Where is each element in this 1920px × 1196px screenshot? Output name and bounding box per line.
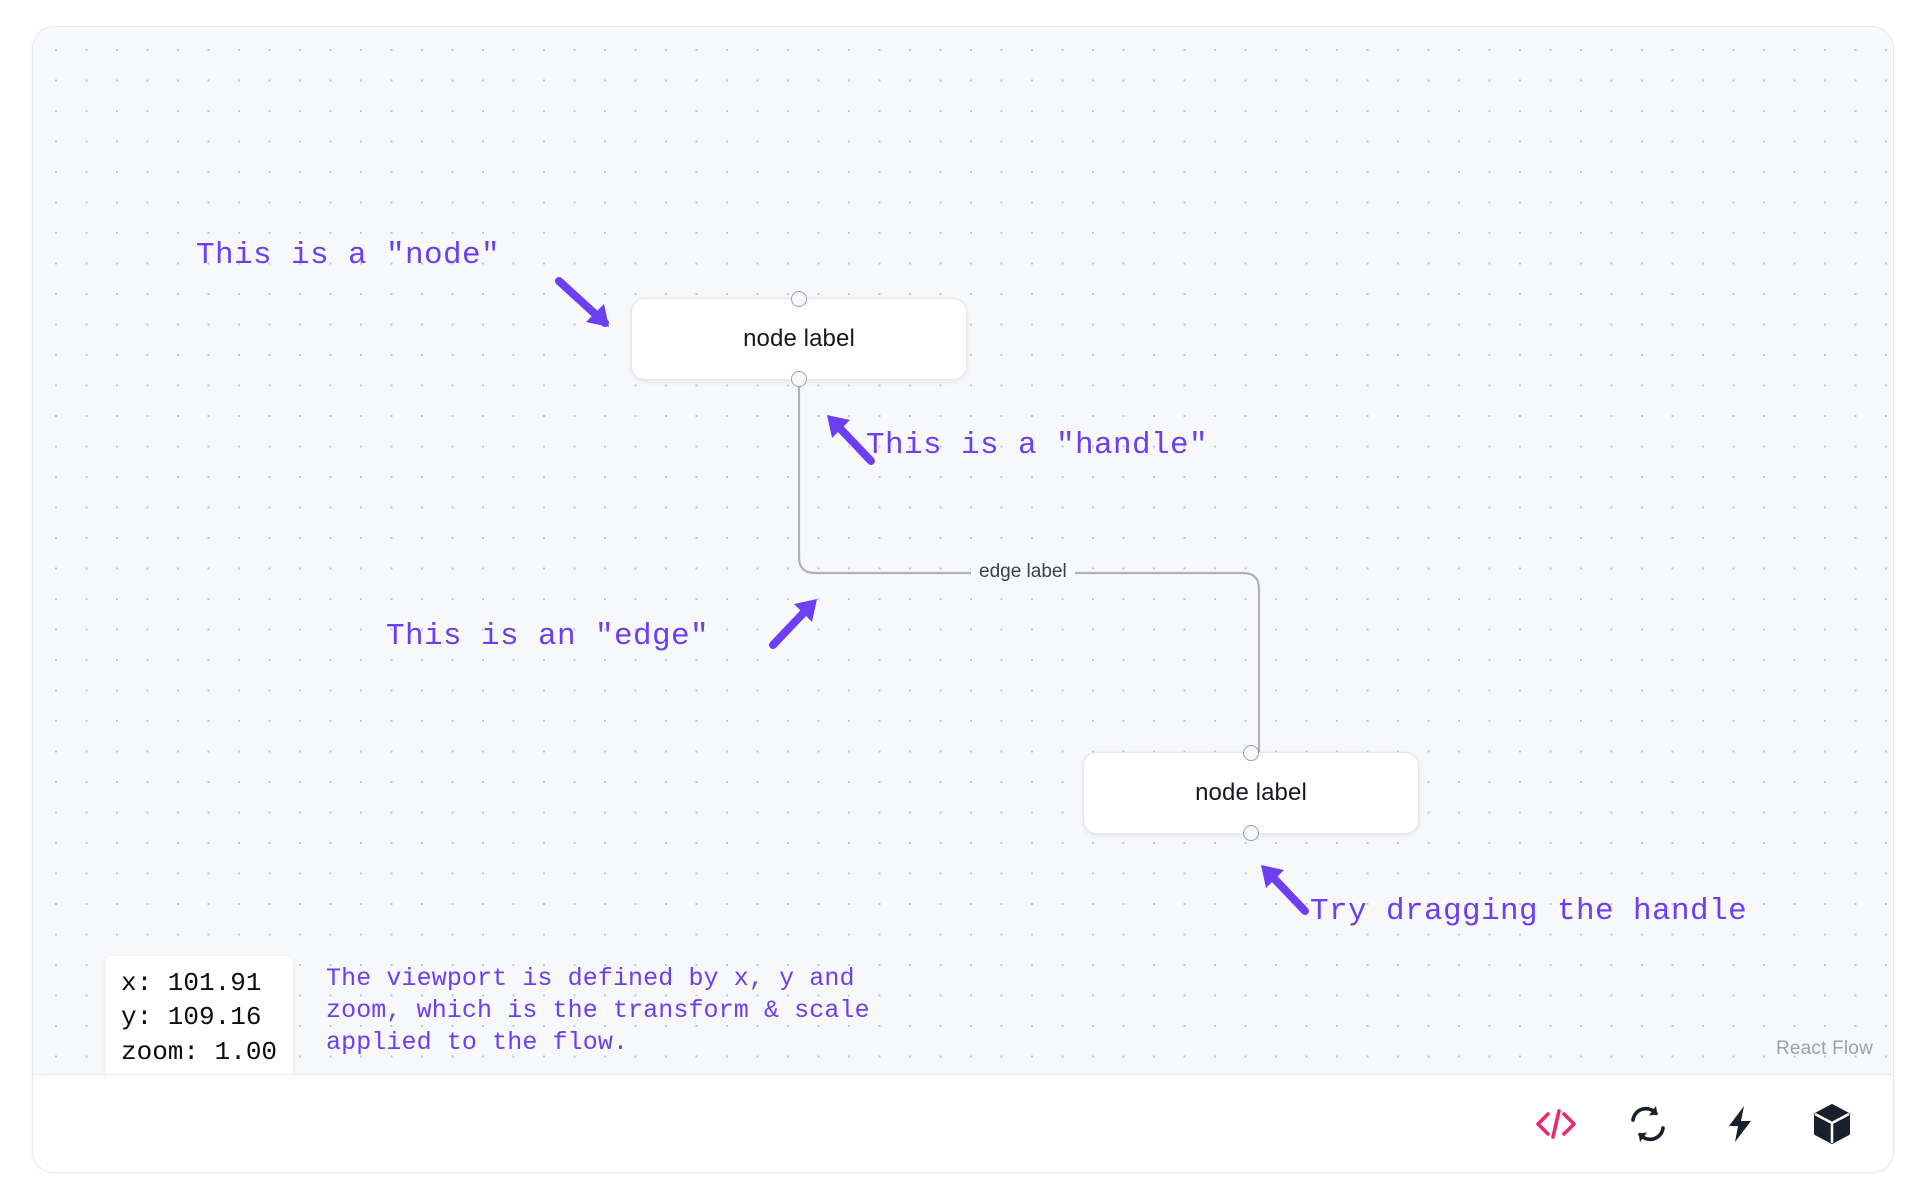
handle-source-node-1[interactable] (791, 371, 807, 387)
cube-icon (1814, 1104, 1850, 1144)
refresh-icon (1631, 1106, 1665, 1142)
viewport-x-value: x: 101.91 (121, 968, 262, 998)
handle-source-node-2[interactable] (1243, 825, 1259, 841)
flow-canvas[interactable]: edge label node label node label This is… (33, 27, 1893, 1075)
node-label: node label (743, 325, 855, 352)
view-code-button[interactable] (1529, 1097, 1583, 1151)
annotation-node-label: This is a "node" (196, 238, 501, 273)
reset-button[interactable] (1621, 1097, 1675, 1151)
annotation-edge-label: This is an "edge" (386, 619, 710, 654)
arrow-up-left-icon (1261, 865, 1309, 915)
viewport-description: The viewport is defined by x, y and zoom… (326, 964, 870, 1057)
react-flow-attribution[interactable]: React Flow (1775, 1038, 1873, 1059)
annotation-drag-handle-label: Try dragging the handle (1310, 894, 1748, 929)
bottom-toolbar (33, 1075, 1893, 1172)
lightning-icon (1729, 1106, 1751, 1142)
arrow-up-right-icon (769, 599, 817, 649)
node-label: node label (1195, 779, 1307, 806)
flow-node-2[interactable]: node label (1083, 745, 1419, 841)
flow-node-1[interactable]: node label (631, 291, 967, 387)
viewport-zoom-value: zoom: 1.00 (121, 1036, 278, 1067)
code-icon (1536, 1109, 1576, 1139)
annotation-handle-label: This is a "handle" (866, 428, 1209, 463)
edge-label[interactable]: edge label (971, 558, 1075, 586)
arrow-down-right-icon (555, 277, 609, 327)
viewport-y-value: y: 109.16 (121, 1002, 262, 1033)
open-sandbox-button[interactable] (1805, 1097, 1859, 1151)
react-flow-app: edge label node label node label This is… (32, 26, 1894, 1173)
viewport-panel: x: 101.91 y: 109.16 zoom: 1.00 (105, 956, 294, 1074)
handle-target-node-2[interactable] (1243, 745, 1259, 761)
interactivity-button[interactable] (1713, 1097, 1767, 1151)
handle-target-node-1[interactable] (791, 291, 807, 307)
